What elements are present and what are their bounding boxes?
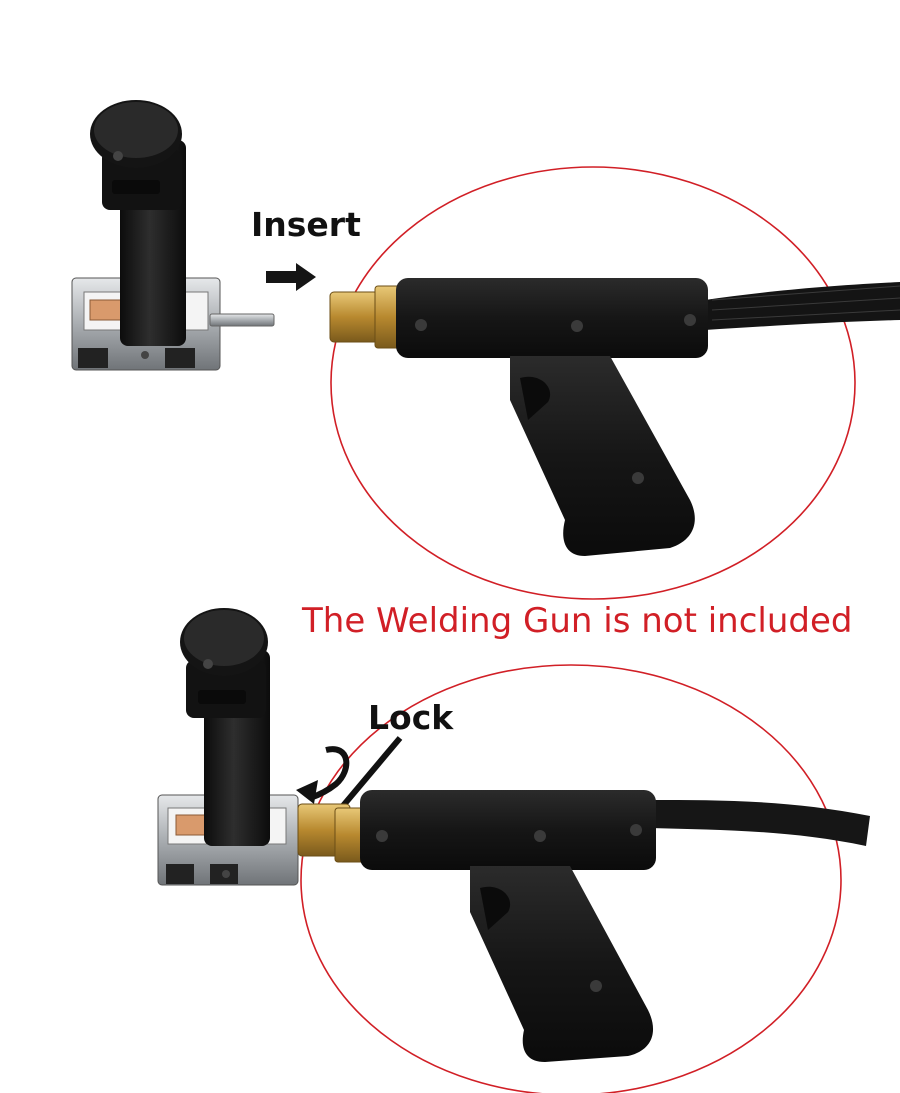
welding-gun-bottom <box>297 790 656 1062</box>
rotate-arrow-icon <box>296 746 350 804</box>
top-scene <box>71 100 900 600</box>
bottom-scene <box>157 608 870 1093</box>
gun-cable-bottom <box>650 800 870 846</box>
right-arrow-icon <box>266 263 316 291</box>
gun-cable-top <box>705 282 900 330</box>
welding-gun-top <box>329 278 708 556</box>
puller-tool-bottom <box>157 608 299 886</box>
lock-label: Lock <box>368 698 454 737</box>
highlight-ellipse-top <box>330 166 856 600</box>
insert-label: Insert <box>251 205 361 244</box>
puller-tool-top <box>71 100 275 371</box>
not-included-notice: The Welding Gun is not included <box>302 601 853 641</box>
highlight-ellipse-bottom <box>300 664 842 1093</box>
